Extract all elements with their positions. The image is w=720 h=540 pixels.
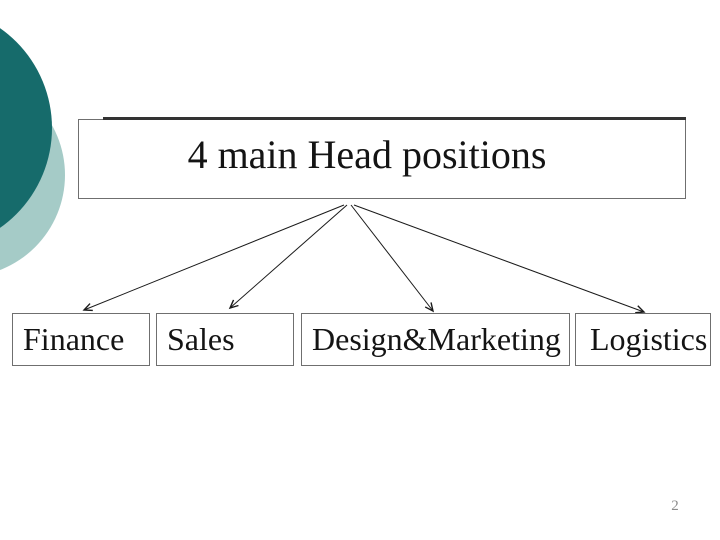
slide-page-number: 2: [671, 498, 679, 514]
arrow-to-design-marketing: [350, 204, 435, 313]
node-box-design-marketing: Design&Marketing: [301, 313, 570, 366]
diagram-root-box: 4 main Head positions: [78, 119, 686, 199]
node-label-finance: Finance: [23, 321, 125, 357]
node-label-sales: Sales: [167, 321, 235, 357]
arrow-to-finance: [82, 204, 345, 312]
node-box-logistics: Logistics: [575, 313, 711, 366]
node-box-sales: Sales: [156, 313, 294, 366]
node-box-finance: Finance: [12, 313, 150, 366]
arrow-to-sales: [228, 204, 348, 310]
arrow-to-logistics: [353, 204, 646, 314]
diagram-root-label: 4 main Head positions: [187, 132, 547, 177]
node-label-logistics: Logistics: [590, 321, 708, 357]
title-accent-bar: [103, 117, 686, 120]
node-label-design-marketing: Design&Marketing: [312, 321, 561, 357]
